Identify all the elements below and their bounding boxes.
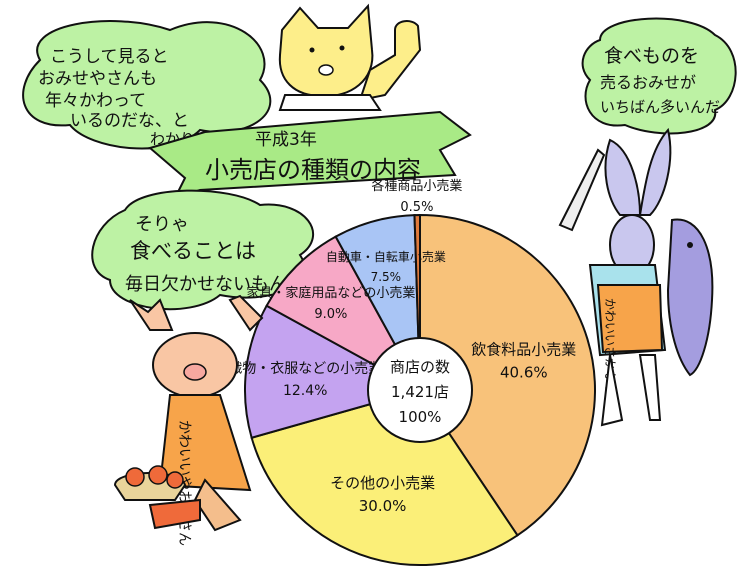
slice-label-2: その他の小売業	[330, 474, 435, 492]
pig-bubble-line-2: 食べることは	[130, 239, 256, 263]
pie-slice-2	[250, 388, 519, 566]
rabbit-bubble-line-1: 食べものを	[604, 45, 699, 67]
rabbit-speech-bubble: 食べものを 売るおみせが いちばん多いんだ	[581, 17, 737, 135]
pie-chart	[244, 213, 596, 566]
slice-value-label-6: 0.5%	[400, 200, 433, 215]
slice-value-label-2: 30.0%	[359, 497, 407, 515]
slice-value-label-5: 7.5%	[371, 270, 402, 284]
banner-title-line-2: 小売店の種類の内容	[205, 156, 421, 184]
center-label-store-count-title: 商店の数	[390, 358, 450, 376]
rabbit-bubble-line-2: 売るおみせが	[600, 73, 696, 92]
cat-bubble-line-3: 年々かわって	[45, 91, 146, 111]
center-label-store-count-value: 1,421店	[391, 383, 449, 401]
slice-value-label-3: 12.4%	[283, 383, 327, 399]
pig-character: かわいいやおやさん	[129, 294, 264, 546]
center-label-total-percent: 100%	[399, 408, 442, 426]
rabbit-character: かわいいさかなやさん	[558, 127, 672, 427]
pie-slice-4	[265, 235, 423, 393]
slice-label-6: 各種商品小売業	[371, 178, 462, 194]
slice-label-5: 自動車・自転車小売業	[326, 249, 446, 264]
cat-bubble-line-4: いるのだな、と	[70, 111, 189, 131]
slice-label-4: 家具・家庭用品などの小売業	[246, 285, 415, 301]
cat-bubble-line-2: おみせやさんも	[38, 69, 157, 89]
pie-slice-3	[244, 304, 423, 440]
title-banner: 平成3年 小売店の種類の内容	[147, 110, 472, 200]
pie-chart-labels: 飲食料品小売業 40.6% その他の小売業 30.0% 織物・衣服などの小売業 12.4%…	[228, 178, 576, 515]
fish-illustration	[666, 218, 714, 377]
cat-character	[278, 3, 422, 111]
rabbit-bubble-line-3: いちばん多いんだ	[600, 98, 720, 116]
pig-bubble-line-1: そりゃ	[135, 214, 189, 235]
slice-label-1: 飲食料品小売業	[471, 340, 576, 358]
cat-bubble-line-1: こうして見ると	[50, 47, 169, 67]
pig-bubble-line-3: 毎日欠かせないもん	[125, 274, 287, 295]
pie-center: 商店の数 1,421店 100%	[367, 337, 473, 443]
slice-value-label-4: 9.0%	[314, 307, 347, 322]
pig-speech-bubble: そりゃ 食べることは 毎日欠かせないもん	[91, 189, 314, 311]
banner-title-line-1: 平成3年	[255, 130, 317, 150]
vegetable-basket	[113, 465, 187, 501]
slice-label-3: 織物・衣服などの小売業	[228, 361, 382, 377]
slice-value-label-1: 40.6%	[500, 363, 548, 381]
pie-slice-1	[419, 213, 596, 537]
